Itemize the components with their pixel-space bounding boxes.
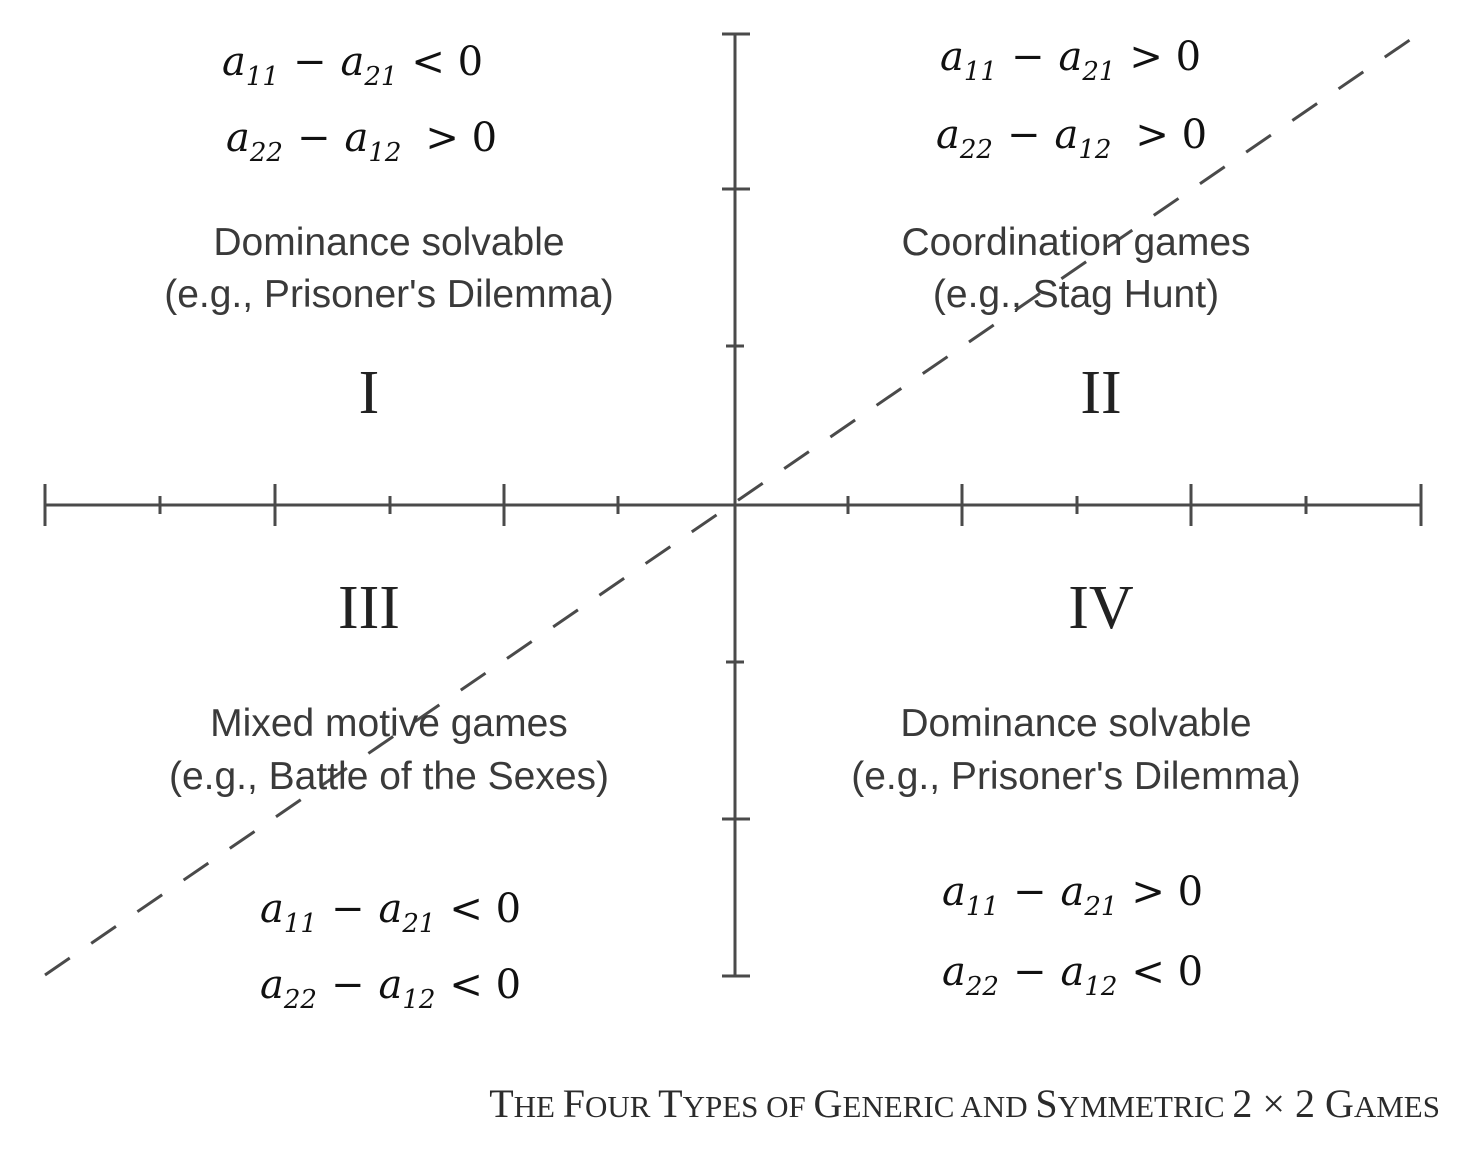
q4-numeral: IV — [1068, 574, 1134, 642]
caption-segment: G — [1325, 1081, 1354, 1126]
caption-segment: YMMETRIC — [1058, 1089, 1233, 1124]
q1-example: (e.g., Prisoner's Dilemma) — [164, 273, 614, 316]
q4-condition-2: a22−a12< 0 — [942, 949, 1203, 1002]
q3-example: (e.g., Battle of the Sexes) — [169, 755, 609, 798]
caption-segment: HE — [514, 1089, 563, 1124]
caption-segment: G — [814, 1081, 843, 1126]
q3-game-type: Mixed motive games — [210, 702, 568, 745]
q2-condition-1: a11−a21> 0 — [940, 34, 1201, 87]
quadrant-iv: IV Dominance solvable (e.g., Prisoner's … — [851, 574, 1301, 1002]
figure-caption: THE FOUR TYPES OF GENERIC AND SYMMETRIC … — [489, 1081, 1440, 1126]
caption-segment: 2 × 2 — [1232, 1081, 1325, 1126]
caption-segment: F — [563, 1081, 585, 1126]
q3-condition-2: a22−a12< 0 — [260, 962, 521, 1015]
q1-condition-2: a22−a12> 0 — [226, 115, 497, 168]
q4-game-type: Dominance solvable — [900, 702, 1251, 745]
q2-game-type: Coordination games — [901, 221, 1250, 264]
q1-game-type: Dominance solvable — [213, 221, 564, 264]
quadrant-ii: a11−a21> 0 a22−a12> 0 Coordination games… — [901, 34, 1250, 427]
q3-numeral: III — [338, 574, 400, 642]
horizontal-axis-ticks — [43, 484, 1423, 526]
caption-segment: S — [1035, 1081, 1057, 1126]
q2-numeral: II — [1080, 359, 1121, 427]
caption-segment: T — [489, 1081, 513, 1126]
q3-condition-1: a11−a21< 0 — [260, 886, 521, 939]
caption-segment: ENERIC AND — [842, 1089, 1035, 1124]
caption-segment: YPES OF — [683, 1089, 814, 1124]
q4-example: (e.g., Prisoner's Dilemma) — [851, 755, 1301, 798]
caption-segment: OUR — [585, 1089, 658, 1124]
q1-condition-1: a11−a21< 0 — [222, 39, 483, 92]
q4-condition-1: a11−a21> 0 — [942, 869, 1203, 922]
quadrant-iii: III Mixed motive games (e.g., Battle of … — [169, 574, 609, 1015]
q2-example: (e.g., Stag Hunt) — [933, 273, 1219, 316]
caption-segment: T — [658, 1081, 682, 1126]
q1-numeral: I — [359, 359, 380, 427]
quadrant-i: a11−a21< 0 a22−a12> 0 Dominance solvable… — [164, 39, 614, 427]
q2-condition-2: a22−a12> 0 — [936, 112, 1207, 165]
vertical-axis-ticks — [722, 32, 750, 978]
caption-segment: AMES — [1354, 1089, 1440, 1124]
